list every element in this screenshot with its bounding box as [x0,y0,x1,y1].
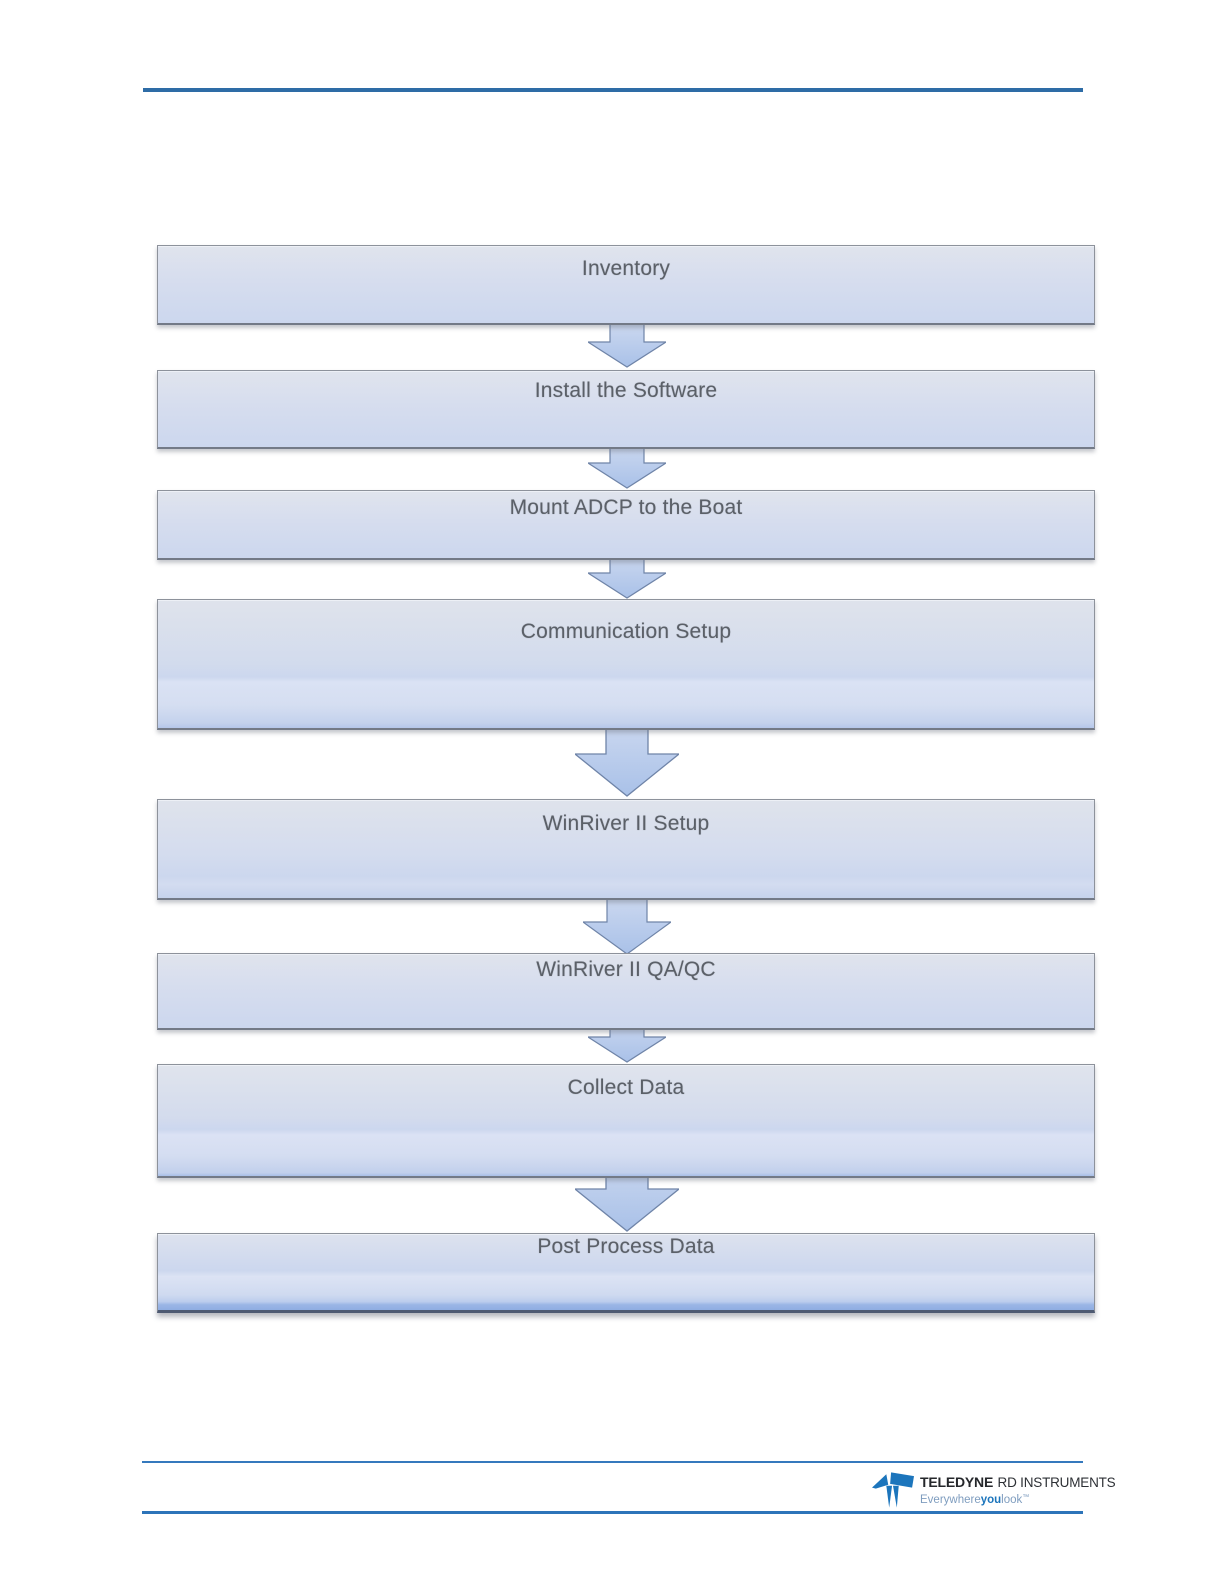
trademark-symbol: ™ [1022,1493,1030,1501]
step-label: Mount ADCP to the Boat [509,496,743,519]
flow-step-install-software: Install the Software [157,370,1095,449]
step-label: Communication Setup [520,620,732,643]
flow-step-collect-data: Collect Data [157,1064,1095,1178]
flow-step-winriver-qaqc: WinRiver II QA/QC [157,953,1095,1030]
footer-rule-top [142,1461,1083,1463]
tagline-accent: you [980,1493,1002,1506]
down-arrow-icon [588,322,666,368]
teledyne-logo: TELEDYNE RD INSTRUMENTS Everywhereyouloo… [872,1472,1116,1509]
header-rule [143,88,1083,92]
brand-name-bold: TELEDYNE [920,1474,994,1490]
tagline-suffix: look [1001,1493,1023,1506]
brand-tagline: Everywhereyoulook™ [920,1494,1115,1506]
teledyne-emblem-icon [872,1472,914,1508]
brand-name: TELEDYNE RD INSTRUMENTS [920,1474,1116,1492]
flow-step-communication-setup: Communication Setup [157,599,1095,730]
step-label: WinRiver II QA/QC [536,958,716,981]
footer-rule-bottom [142,1511,1083,1514]
down-arrow-icon [583,895,671,955]
flow-step-post-process-data: Post Process Data [157,1233,1095,1313]
step-label: WinRiver II Setup [542,812,710,835]
logo-text: TELEDYNE RD INSTRUMENTS Everywhereyouloo… [920,1472,1116,1506]
step-label: Inventory [581,257,671,280]
flow-step-mount-adcp: Mount ADCP to the Boat [157,490,1095,560]
brand-name-suffix: RD INSTRUMENTS [997,1475,1116,1490]
step-label: Install the Software [534,379,718,402]
down-arrow-icon [588,443,666,489]
step-label: Collect Data [567,1076,685,1099]
flow-step-inventory: Inventory [157,245,1095,325]
step-label: Post Process Data [537,1235,715,1258]
flow-step-winriver-setup: WinRiver II Setup [157,799,1095,900]
tagline-prefix: Everywhere [920,1493,981,1506]
